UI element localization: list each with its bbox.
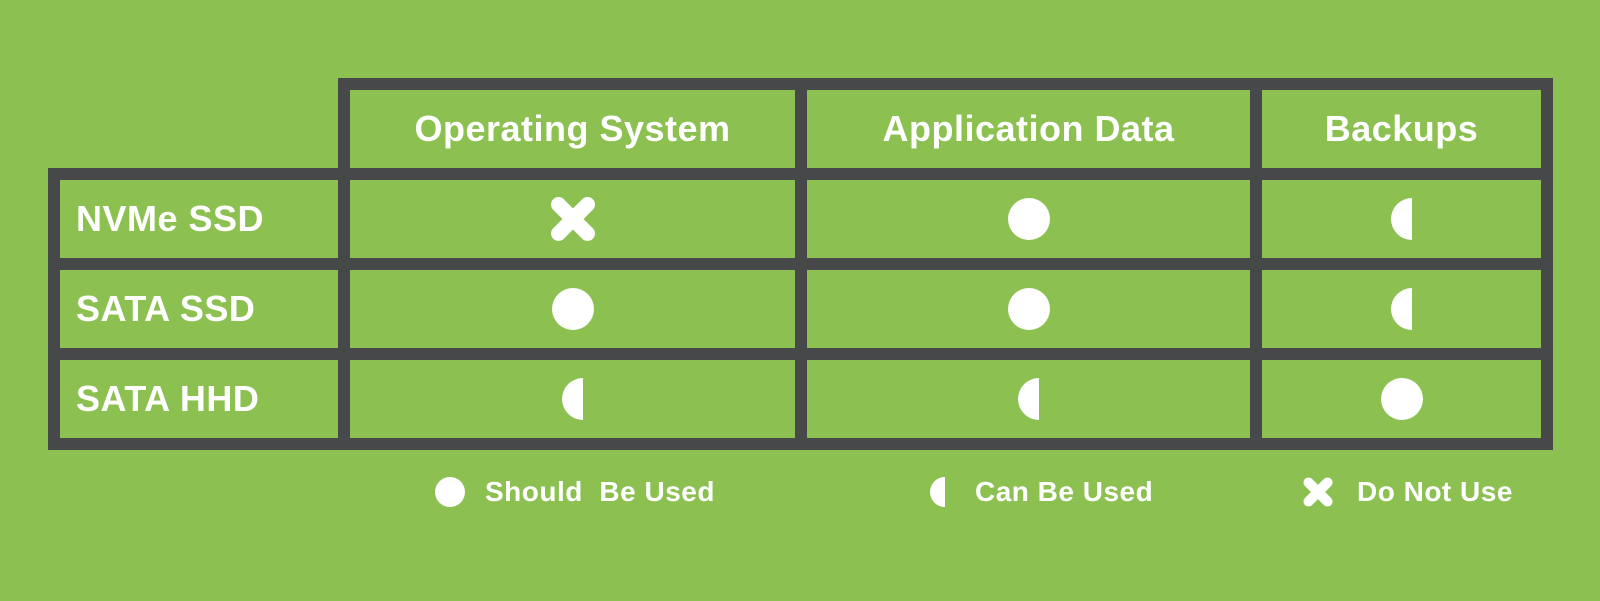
legend-item-should-be-used: Should Be Used [435, 474, 715, 510]
can-be-used-icon [562, 378, 583, 420]
do-not-use-icon [548, 194, 598, 244]
column-header-label: Application Data [882, 108, 1175, 149]
cell-nvme-ssd-application-data [807, 180, 1250, 258]
row-header-sata-hhd: SATA HHD [60, 360, 338, 438]
column-header-label: Backups [1324, 108, 1479, 149]
row-header-nvme-ssd: NVMe SSD [60, 180, 338, 258]
cell-sata-ssd-application-data [807, 270, 1250, 348]
cell-sata-hhd-application-data [807, 360, 1250, 438]
row-header-label: SATA SSD [76, 288, 256, 329]
column-header-backups: Backups [1262, 90, 1541, 168]
should-be-used-icon [1007, 288, 1050, 330]
row-header-sata-ssd: SATA SSD [60, 270, 338, 348]
cell-nvme-ssd-backups [1262, 180, 1541, 258]
cell-sata-hhd-backups [1262, 360, 1541, 438]
legend-label: Do Not Use [1357, 476, 1513, 507]
row-header-label: NVMe SSD [76, 198, 265, 239]
legend-label: Should Be Used [485, 476, 715, 507]
can-be-used-icon [930, 477, 945, 507]
column-header-label: Operating System [414, 108, 731, 149]
can-be-used-icon [1391, 198, 1412, 240]
should-be-used-icon [435, 477, 465, 507]
legend-item-do-not-use: Do Not Use [1303, 474, 1513, 510]
storage-usage-matrix: Operating System Application Data Backup… [48, 78, 1553, 450]
legend-item-can-be-used: Can Be Used [930, 474, 1153, 510]
cell-sata-hhd-operating-system [350, 360, 795, 438]
cell-nvme-ssd-operating-system [350, 180, 795, 258]
cell-sata-ssd-operating-system [350, 270, 795, 348]
do-not-use-icon [1303, 477, 1333, 507]
should-be-used-icon [551, 288, 594, 330]
row-header-label: SATA HHD [76, 378, 260, 419]
legend-label: Can Be Used [975, 476, 1154, 507]
should-be-used-icon [1380, 378, 1423, 420]
column-header-application-data: Application Data [807, 90, 1250, 168]
should-be-used-icon [1007, 198, 1050, 240]
empty-corner-cell [48, 78, 338, 168]
can-be-used-icon [1018, 378, 1039, 420]
can-be-used-icon [1391, 288, 1412, 330]
column-header-operating-system: Operating System [350, 90, 795, 168]
cell-sata-ssd-backups [1262, 270, 1541, 348]
